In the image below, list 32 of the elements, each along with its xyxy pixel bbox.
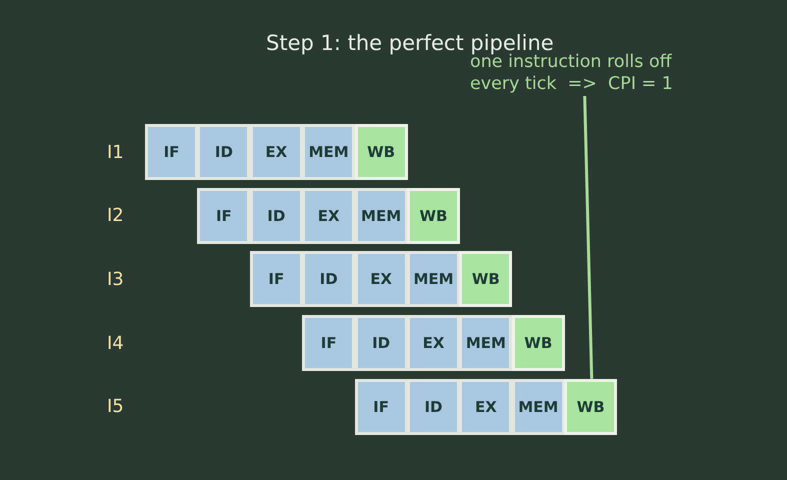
pipeline-stage-box: MEM (302, 124, 356, 180)
pipeline-stage-box: ID (407, 378, 460, 435)
pipeline-stage-box: WB (407, 188, 460, 244)
pipeline-stage-box: EX (302, 188, 356, 244)
pipeline-stage-box: WB (564, 378, 618, 435)
pipeline-stage-box: IF (354, 378, 408, 435)
pipeline-stage-box: IF (302, 315, 356, 372)
instruction-label: I2 (107, 205, 124, 226)
pipeline-stage-box: EX (250, 124, 303, 180)
pipeline-stage-box: MEM (459, 315, 512, 372)
pipeline-stage-box: IF (145, 124, 198, 180)
pipeline-stage-box: IF (197, 188, 250, 244)
pipeline-stage-box: WB (512, 315, 565, 372)
title: Step 1: the perfect pipeline (266, 31, 554, 55)
pipeline-stage-box: ID (197, 124, 250, 180)
leader-line (583, 96, 594, 379)
instruction-label: I5 (107, 396, 124, 418)
pipeline-stage-box: ID (250, 188, 303, 244)
pipeline-stage-box: IF (250, 251, 303, 308)
instruction-label: I1 (107, 142, 124, 162)
instruction-label: I3 (107, 268, 124, 290)
pipeline-stage-box: ID (354, 315, 408, 372)
pipeline-stage-box: MEM (512, 378, 565, 435)
pipeline-stage-box: EX (354, 251, 408, 308)
pipeline-stage-box: WB (354, 124, 408, 180)
pipeline-stage-box: EX (407, 315, 460, 372)
pipeline-stage-box: WB (459, 251, 512, 308)
pipeline-stage-box: EX (459, 378, 512, 435)
pipeline-stage-box: ID (302, 251, 356, 308)
instruction-label: I4 (107, 332, 124, 354)
pipeline-stage-box: MEM (407, 251, 460, 308)
pipeline-stage-box: MEM (354, 188, 408, 244)
